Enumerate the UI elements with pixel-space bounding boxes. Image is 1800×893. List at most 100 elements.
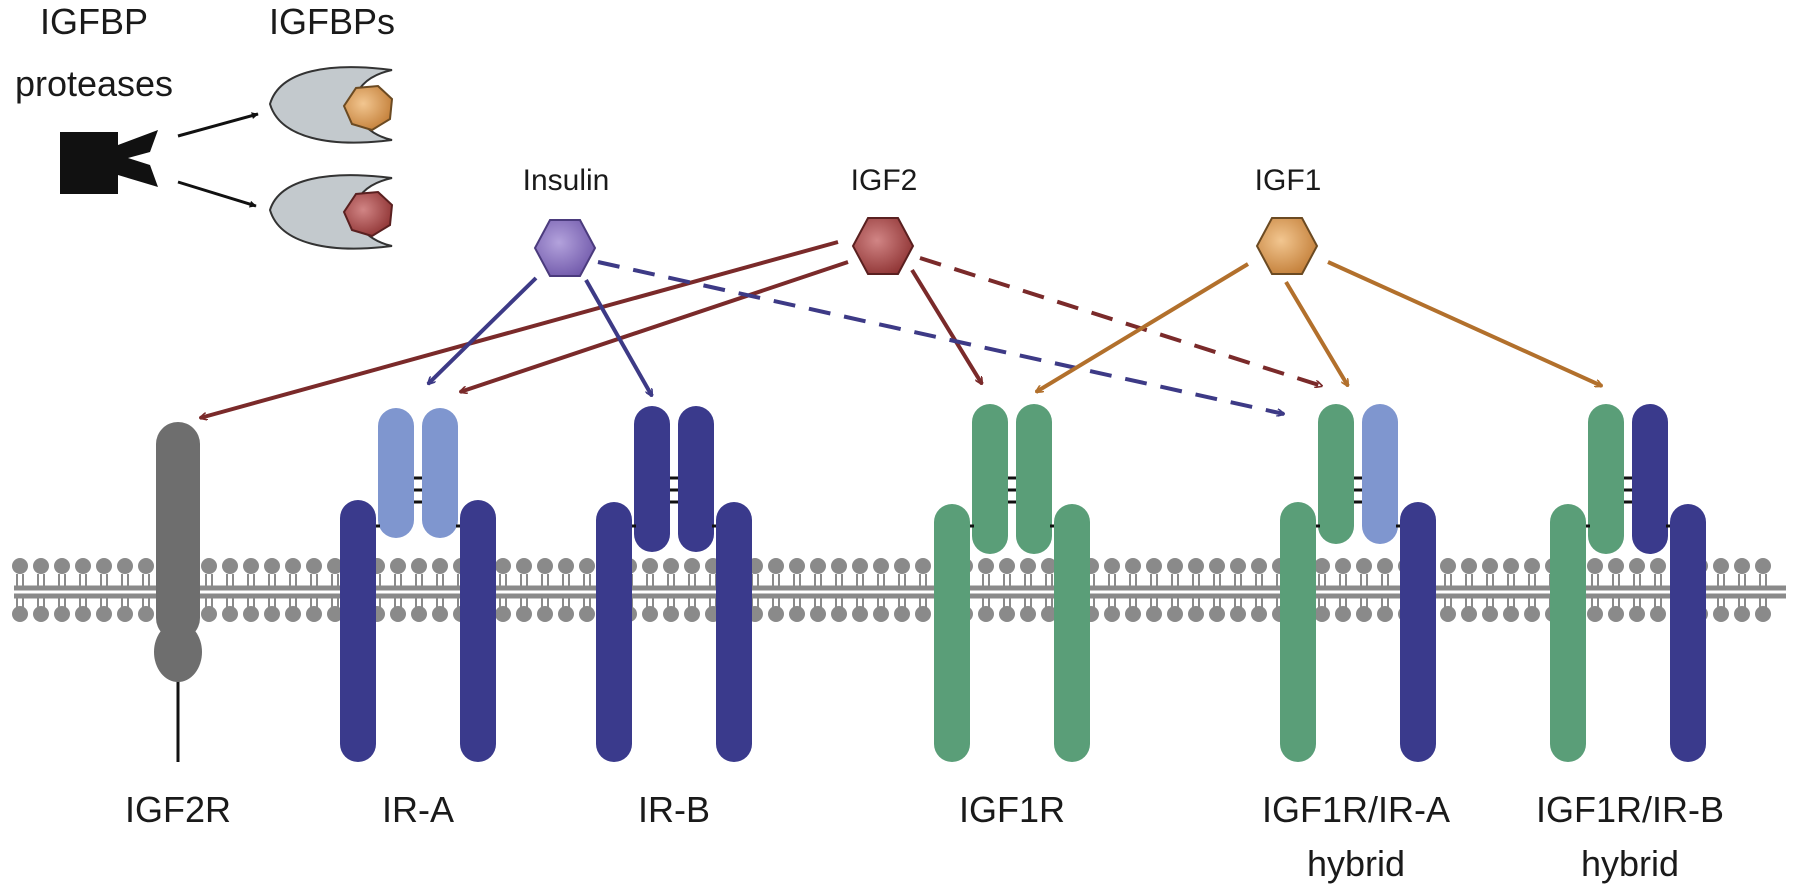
lipid-head: [1608, 606, 1624, 622]
igf2r-receptor: [154, 422, 202, 762]
lipid-head: [579, 606, 595, 622]
igf2-arrows: [200, 240, 1322, 418]
receptor-label-ir-b: IR-B: [638, 789, 710, 830]
lipid-head: [327, 558, 343, 574]
lipid-head: [831, 606, 847, 622]
lipid-head: [54, 558, 70, 574]
igf1-arrows: [1036, 260, 1602, 394]
receptor-label-igf2r: IGF2R: [125, 789, 231, 830]
insulin-arrows: [428, 260, 1284, 414]
lipid-head: [390, 606, 406, 622]
lipid-head: [1104, 558, 1120, 574]
lipid-head: [1209, 606, 1225, 622]
lipid-head: [1734, 558, 1750, 574]
lipid-head: [789, 606, 805, 622]
igfbp-proteases-label-line1: IGFBP: [40, 1, 148, 42]
lipid-head: [285, 558, 301, 574]
lipid-head: [1335, 558, 1351, 574]
lipid-head: [831, 558, 847, 574]
protease-icon: [60, 130, 158, 194]
igf2-ligand: [851, 217, 915, 275]
lipid-head: [1503, 606, 1519, 622]
lipid-head: [579, 558, 595, 574]
lipid-head: [33, 606, 49, 622]
lipid-head: [54, 606, 70, 622]
lipid-head: [873, 558, 889, 574]
ir-a-receptor: [340, 408, 496, 762]
lipid-head: [1356, 558, 1372, 574]
igfbp-with-igf2: [268, 174, 394, 250]
lipid-head: [495, 606, 511, 622]
lipid-head: [789, 558, 805, 574]
ir-b-receptor: [596, 406, 752, 762]
lipid-head: [516, 558, 532, 574]
lipid-head: [1713, 606, 1729, 622]
lipid-head: [978, 558, 994, 574]
lipid-head: [768, 606, 784, 622]
lipid-head: [1755, 606, 1771, 622]
lipid-head: [1440, 606, 1456, 622]
lipid-head: [1629, 558, 1645, 574]
lipid-head: [978, 606, 994, 622]
lipid-head: [1482, 558, 1498, 574]
lipid-head: [222, 558, 238, 574]
lipid-head: [1020, 606, 1036, 622]
lipid-head: [138, 606, 154, 622]
protease-arrow-lower: [177, 180, 257, 208]
igf2-label: IGF2: [851, 164, 918, 197]
lipid-head: [222, 606, 238, 622]
lipid-head: [1524, 606, 1540, 622]
igf1r-ir-b-hybrid-receptor: [1550, 404, 1706, 762]
lipid-head: [306, 558, 322, 574]
lipid-head: [264, 606, 280, 622]
lipid-head: [1377, 558, 1393, 574]
lipid-head: [1587, 558, 1603, 574]
lipid-head: [1209, 558, 1225, 574]
lipid-head: [75, 558, 91, 574]
lipid-head: [1314, 606, 1330, 622]
igf1-ligand: [1255, 217, 1319, 275]
lipid-head: [1629, 606, 1645, 622]
lipid-head: [1713, 558, 1729, 574]
lipid-head: [12, 558, 28, 574]
lipid-head: [894, 606, 910, 622]
lipid-head: [1188, 558, 1204, 574]
lipid-head: [642, 606, 658, 622]
lipid-head: [12, 606, 28, 622]
lipid-head: [1146, 606, 1162, 622]
lipid-head: [894, 558, 910, 574]
lipid-head: [1734, 606, 1750, 622]
igf1r-receptor: [934, 404, 1090, 762]
lipid-head: [1251, 558, 1267, 574]
lipid-head: [432, 606, 448, 622]
receptor-label-igf1r-ir-a: IGF1R/IR-A: [1262, 789, 1450, 830]
lipid-head: [1755, 558, 1771, 574]
lipid-head: [138, 558, 154, 574]
receptor-sublabel-igf1r-ir-a: hybrid: [1307, 843, 1405, 884]
lipid-head: [1167, 558, 1183, 574]
lipid-head: [1230, 558, 1246, 574]
lipid-head: [1503, 558, 1519, 574]
cell-membrane: [12, 558, 1786, 622]
lipid-head: [495, 558, 511, 574]
lipid-head: [1314, 558, 1330, 574]
lipid-head: [810, 558, 826, 574]
lipid-head: [999, 558, 1015, 574]
igfbps-label: IGFBPs: [269, 1, 395, 42]
lipid-head: [1356, 606, 1372, 622]
lipid-head: [1167, 606, 1183, 622]
lipid-head: [663, 558, 679, 574]
lipid-head: [810, 606, 826, 622]
lipid-head: [1230, 606, 1246, 622]
lipid-head: [1125, 558, 1141, 574]
protease-arrow-upper: [177, 112, 259, 138]
lipid-head: [264, 558, 280, 574]
lipid-head: [642, 558, 658, 574]
lipid-head: [915, 606, 931, 622]
igfbp-proteases-label-line2: proteases: [15, 63, 173, 104]
lipid-head: [96, 558, 112, 574]
lipid-head: [852, 606, 868, 622]
lipid-head: [1482, 606, 1498, 622]
lipid-head: [117, 606, 133, 622]
lipid-head: [411, 558, 427, 574]
